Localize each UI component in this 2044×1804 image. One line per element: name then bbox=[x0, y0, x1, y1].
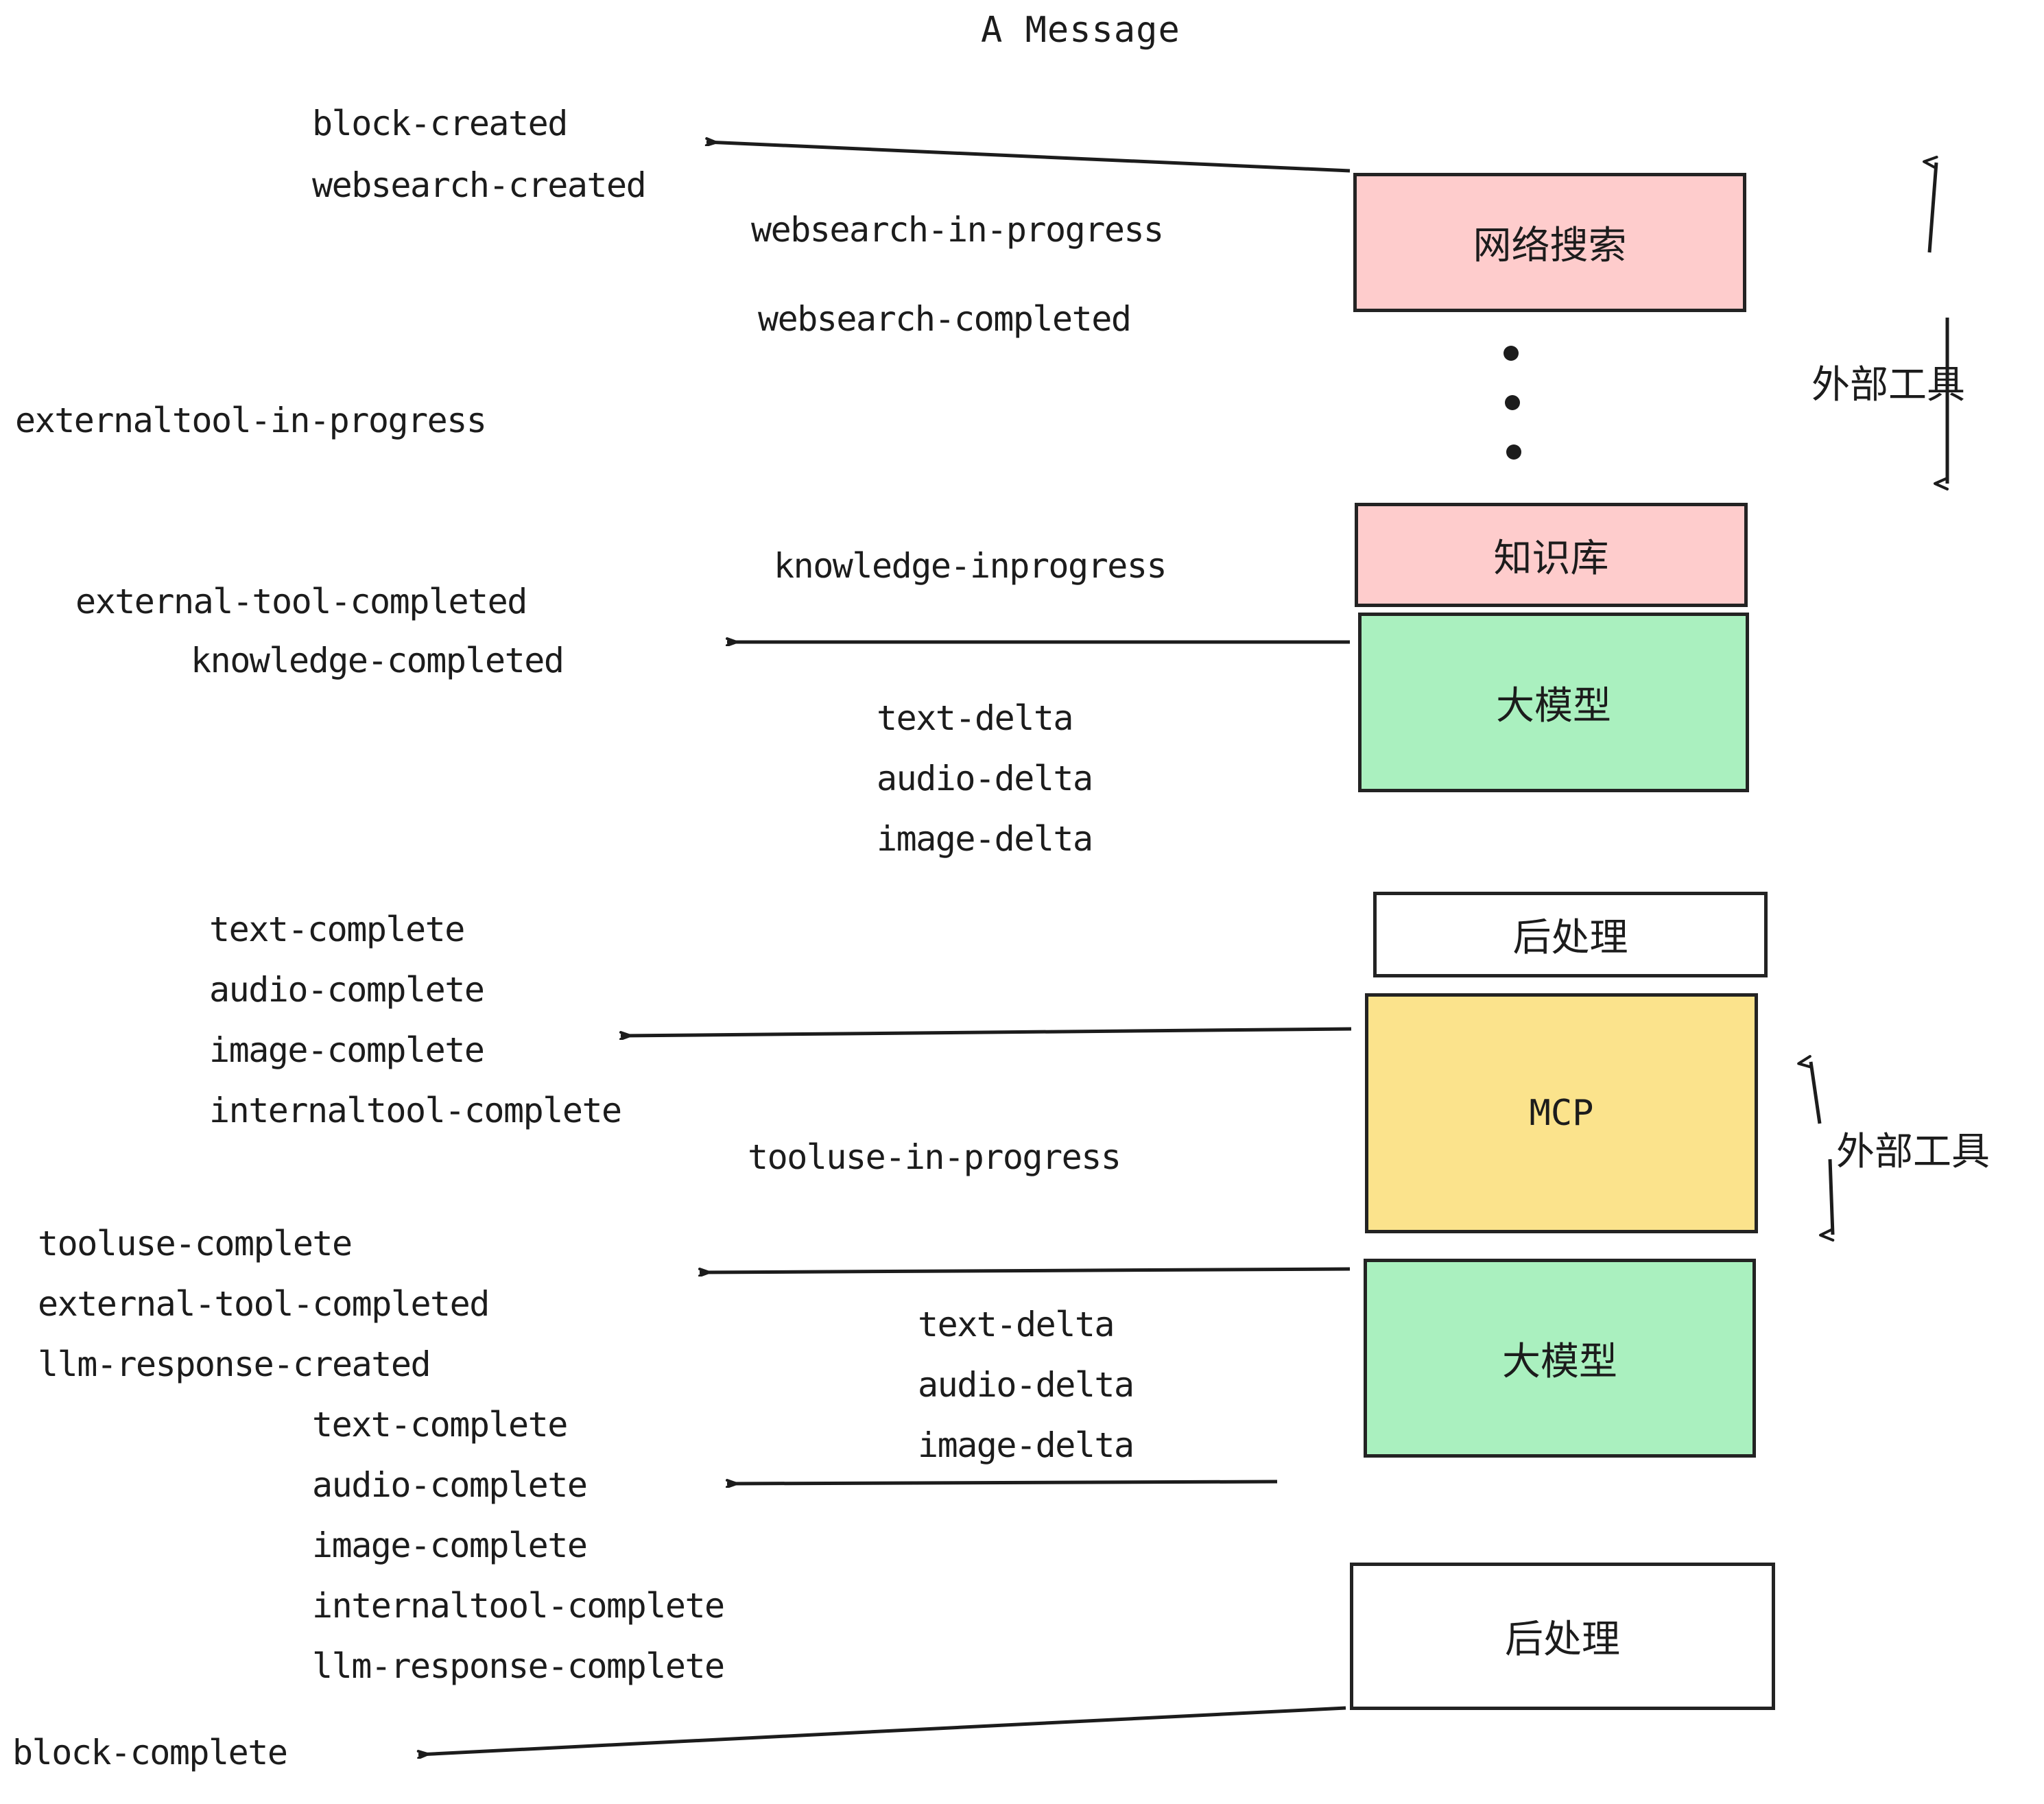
box-postprocess-2[interactable]: 后处理 bbox=[1350, 1563, 1775, 1710]
event-websearch-completed: websearch-completed bbox=[758, 299, 1132, 339]
event-websearch-in-progress: websearch-in-progress bbox=[751, 210, 1164, 250]
arrow-postprocess2-to-block-complete bbox=[418, 1706, 1346, 1755]
event-external-tool-completed-1: external-tool-completed bbox=[75, 582, 527, 621]
event-image-delta-1: image-delta bbox=[877, 819, 1093, 859]
box-mcp-label: MCP bbox=[1529, 1093, 1594, 1134]
ellipsis-dot-1 bbox=[1504, 346, 1519, 361]
page-title: A Message bbox=[981, 10, 1180, 51]
box-postprocess-2-label: 后处理 bbox=[1505, 1617, 1620, 1662]
event-internaltool-complete-1: internaltool-complete bbox=[209, 1091, 622, 1130]
event-llm-response-complete: llm-response-complete bbox=[312, 1646, 725, 1686]
event-audio-complete-1: audio-complete bbox=[209, 970, 485, 1010]
event-llm-response-created: llm-response-created bbox=[38, 1344, 431, 1384]
box-postprocess-1-label: 后处理 bbox=[1512, 916, 1628, 960]
event-text-complete-1: text-complete bbox=[209, 910, 465, 949]
label-external-tools-bottom: 外部工具 bbox=[1836, 1130, 1990, 1174]
event-external-tool-completed-2: external-tool-completed bbox=[38, 1284, 490, 1324]
external-tools-top-up-arrow bbox=[1929, 163, 1936, 253]
box-knowledge-label: 知识库 bbox=[1493, 536, 1609, 581]
event-tooluse-complete: tooluse-complete bbox=[38, 1224, 353, 1263]
event-text-delta-1: text-delta bbox=[877, 698, 1074, 738]
box-websearch[interactable]: 网络搜索 bbox=[1353, 173, 1746, 312]
ellipsis-dot-3 bbox=[1506, 444, 1521, 460]
event-audio-delta-1: audio-delta bbox=[877, 759, 1093, 798]
box-llm-1-label: 大模型 bbox=[1496, 683, 1611, 728]
event-block-created: block-created bbox=[312, 104, 568, 143]
event-knowledge-completed: knowledge-completed bbox=[191, 641, 565, 680]
box-mcp[interactable]: MCP bbox=[1365, 993, 1758, 1233]
event-image-delta-2: image-delta bbox=[918, 1425, 1134, 1465]
label-external-tools-top: 外部工具 bbox=[1811, 363, 1965, 407]
event-audio-complete-2: audio-complete bbox=[312, 1465, 588, 1505]
event-websearch-created: websearch-created bbox=[312, 165, 647, 205]
arrow-websearch-to-created bbox=[706, 142, 1351, 173]
event-tooluse-in-progress: tooluse-in-progress bbox=[748, 1137, 1121, 1177]
box-knowledge[interactable]: 知识库 bbox=[1355, 503, 1748, 607]
box-llm-2[interactable]: 大模型 bbox=[1364, 1259, 1756, 1458]
event-audio-delta-2: audio-delta bbox=[918, 1365, 1134, 1405]
event-block-complete: block-complete bbox=[12, 1733, 288, 1772]
event-text-complete-2: text-complete bbox=[312, 1405, 568, 1445]
box-postprocess-1[interactable]: 后处理 bbox=[1373, 892, 1768, 977]
external-tools-bottom-up-arrow bbox=[1811, 1062, 1822, 1124]
event-image-complete-2: image-complete bbox=[312, 1526, 588, 1565]
box-llm-1[interactable]: 大模型 bbox=[1358, 613, 1749, 792]
event-text-delta-2: text-delta bbox=[918, 1305, 1115, 1344]
box-llm-2-label: 大模型 bbox=[1502, 1339, 1617, 1384]
event-externaltool-in-progress: externaltool-in-progress bbox=[15, 401, 487, 440]
external-tools-bottom-down-arrow bbox=[1830, 1159, 1835, 1235]
ellipsis-dot-2 bbox=[1505, 395, 1520, 410]
box-websearch-label: 网络搜索 bbox=[1473, 224, 1627, 268]
event-internaltool-complete-2: internaltool-complete bbox=[312, 1586, 725, 1626]
event-knowledge-inprogress: knowledge-inprogress bbox=[774, 546, 1167, 586]
event-image-complete-1: image-complete bbox=[209, 1030, 485, 1070]
arrow-postprocess1-to-image-complete bbox=[621, 1027, 1352, 1036]
arrow-llm2-to-audio-complete bbox=[727, 1482, 1278, 1484]
arrow-mcp-to-tooluse-complete bbox=[700, 1267, 1351, 1272]
